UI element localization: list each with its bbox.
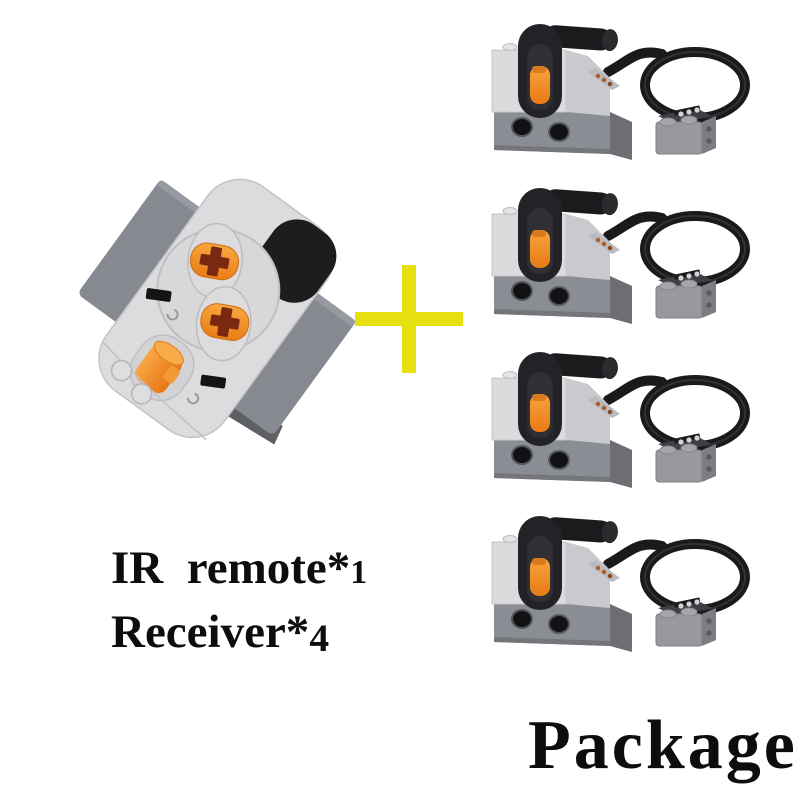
receiver-switch bbox=[530, 558, 550, 596]
receiver-quantity-digit: 4 bbox=[309, 615, 330, 660]
receiver-quantity-text: Receiver* bbox=[111, 606, 310, 658]
slot-right bbox=[187, 374, 227, 405]
speed-dial-right bbox=[200, 303, 250, 341]
receiver-switch bbox=[530, 66, 550, 104]
ir-remote-graphic bbox=[79, 178, 355, 445]
plus-icon bbox=[355, 265, 463, 373]
ir-eye bbox=[518, 24, 618, 118]
receiver-image bbox=[460, 340, 790, 492]
ir-eye bbox=[518, 352, 618, 446]
ir-eye bbox=[518, 516, 618, 610]
remote-quantity-text: IR remote* bbox=[111, 542, 351, 594]
receiver-image bbox=[460, 504, 790, 656]
cable-plug bbox=[655, 105, 716, 155]
receiver-switch bbox=[530, 230, 550, 268]
remote-quantity-label: IR remote*1 bbox=[64, 498, 367, 639]
speed-dial-left bbox=[189, 242, 240, 281]
ir-receiver-graphic bbox=[491, 516, 750, 652]
receiver-base bbox=[494, 108, 632, 160]
slot-left bbox=[145, 288, 179, 321]
ir-receiver-graphic bbox=[491, 352, 750, 488]
package-title: Package 9 bbox=[446, 641, 800, 800]
package-title-text: Package bbox=[528, 707, 800, 784]
cable-plug bbox=[655, 597, 716, 647]
receiver-base bbox=[494, 436, 632, 488]
ir-remote-image bbox=[37, 131, 392, 488]
receiver-base bbox=[494, 272, 632, 324]
ir-receiver-graphic bbox=[491, 24, 750, 160]
cable-plug bbox=[655, 269, 716, 319]
ir-receiver-graphic bbox=[491, 188, 750, 324]
remote-quantity-digit: 1 bbox=[350, 554, 368, 591]
receiver-image bbox=[460, 176, 790, 328]
receiver-image bbox=[460, 12, 790, 164]
receiver-base bbox=[494, 600, 632, 652]
receiver-quantity-label: Receiver*4 bbox=[64, 562, 329, 703]
receiver-switch bbox=[530, 394, 550, 432]
cable-plug bbox=[655, 433, 716, 483]
bottom-studs bbox=[102, 342, 207, 441]
plus-horizontal-bar bbox=[355, 312, 463, 326]
ir-eye bbox=[518, 188, 618, 282]
receiver-list bbox=[460, 12, 795, 656]
